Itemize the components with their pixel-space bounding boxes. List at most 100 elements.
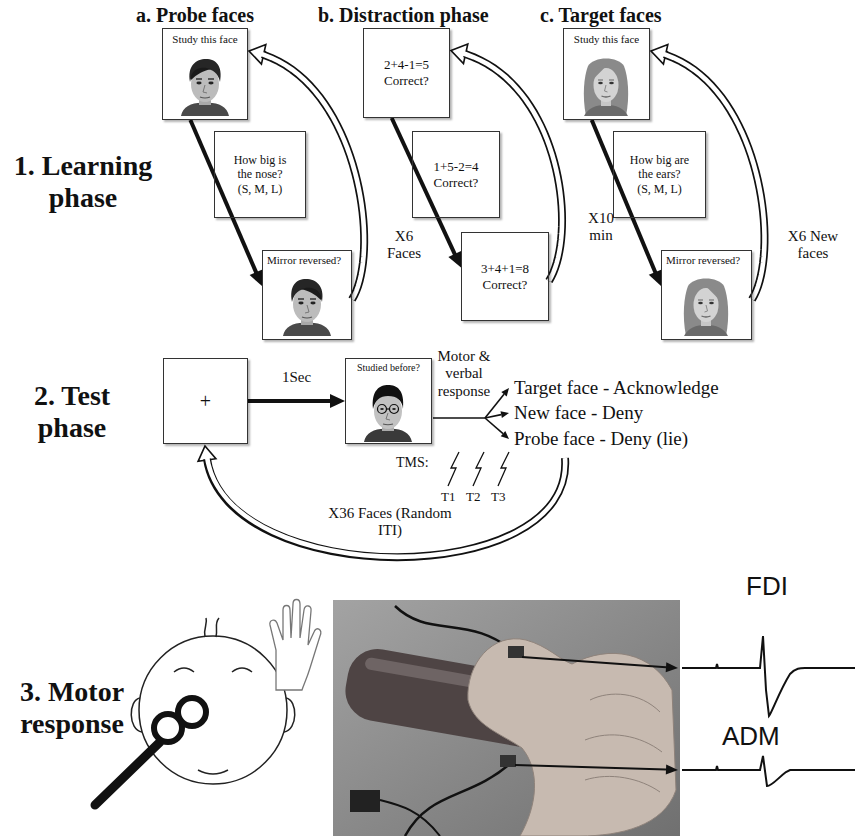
- face-photo: [684, 279, 728, 337]
- head-drawing: [131, 618, 295, 784]
- electrode: [508, 646, 524, 658]
- flow-arrow: [190, 120, 262, 286]
- muscle-label: FDI: [746, 572, 788, 602]
- lightning-symbol: [448, 452, 459, 486]
- flow-arrow: [392, 118, 461, 268]
- electrode: [500, 755, 516, 767]
- head-outline: [139, 636, 287, 784]
- arrow-line: [190, 120, 256, 273]
- face-photo: [584, 59, 628, 117]
- edge-label: X6 Faces: [382, 228, 426, 263]
- hair: [205, 618, 219, 637]
- screen-frame: Studied before?: [345, 358, 432, 444]
- photo-ground: [333, 600, 680, 836]
- frame-text: 1+5-2=4 Correct?: [426, 159, 486, 190]
- edge-label: X6 New faces: [782, 228, 844, 263]
- arrow-head: [666, 662, 678, 672]
- panel-heading: b. Distraction phase: [318, 4, 489, 27]
- screen-frame: +: [163, 358, 248, 444]
- device-box: [350, 790, 380, 812]
- fork-stem: [433, 417, 485, 419]
- pulse-label: T3: [491, 490, 505, 505]
- screen-frame: Study this face: [563, 28, 650, 120]
- finger-line: [585, 694, 662, 792]
- leader-arrow: [522, 657, 666, 667]
- lightning-symbol: [498, 452, 509, 486]
- phase-label: 1. Learning phase: [6, 150, 160, 214]
- tms-coil: [178, 698, 206, 726]
- lightning-symbol: [473, 452, 484, 486]
- arrow-head: [330, 394, 345, 408]
- panel-heading: c. Target faces: [540, 4, 662, 27]
- tms-pulse: [448, 452, 509, 486]
- arrow-line: [248, 399, 331, 403]
- edge-label: X10 min: [579, 210, 623, 245]
- arrow-head: [250, 269, 263, 286]
- panel-heading: a. Probe faces: [136, 4, 254, 27]
- leader-arrow: [515, 765, 666, 770]
- hand-photo: [333, 600, 680, 836]
- frame-text: 3+4+1=8 Correct?: [475, 261, 535, 292]
- frame-text: 2+4-1=5 Correct?: [377, 57, 437, 88]
- face-photo: [364, 385, 412, 442]
- emg-trace: [682, 756, 855, 786]
- screen-frame: How big are the ears? (S, M, L): [613, 131, 706, 218]
- phase-label: 3. Motor response: [6, 676, 138, 740]
- ear: [131, 698, 142, 732]
- hand: [468, 639, 676, 836]
- hollow-arrow: [207, 457, 565, 557]
- arrow-head: [501, 388, 509, 396]
- coil-handle: [95, 742, 160, 805]
- emg-trace: [682, 636, 855, 716]
- arrow-head: [501, 411, 510, 418]
- response-fork: [433, 394, 504, 434]
- outcome-label: Probe face - Deny (lie): [514, 428, 688, 450]
- response-label: Motor & verbal response: [434, 348, 494, 400]
- mouth: [198, 770, 228, 774]
- fork-branch: [485, 418, 503, 434]
- screen-frame: Mirror reversed?: [262, 250, 352, 340]
- arrow-head: [501, 431, 509, 439]
- outcome-label: New face - Deny: [514, 402, 643, 424]
- pulse-label: T2: [466, 490, 480, 505]
- wire: [405, 762, 512, 836]
- frame-text: Study this face: [172, 33, 237, 46]
- frame-text: +: [200, 389, 211, 413]
- muscle-label: ADM: [722, 722, 780, 752]
- face-photo: [283, 279, 331, 336]
- frame-text: How big are the ears? (S, M, L): [625, 153, 695, 196]
- fork-branch: [485, 415, 501, 418]
- frame-text: Studied before?: [357, 362, 420, 374]
- pulse-label: T1: [441, 490, 455, 505]
- screen-frame: How big is the nose? (S, M, L): [214, 131, 306, 218]
- wire: [380, 800, 440, 836]
- hand-icon: [270, 600, 321, 691]
- frame-text: How big is the nose? (S, M, L): [231, 153, 289, 196]
- outcome-label: Target face - Acknowledge: [514, 377, 719, 399]
- screen-frame: Mirror reversed?: [661, 250, 752, 340]
- face-photo: [181, 59, 229, 116]
- hollow-arrow: [207, 458, 565, 557]
- arrow-head: [649, 269, 662, 286]
- arrow-head: [666, 765, 678, 775]
- screen-frame: 2+4-1=5 Correct?: [363, 28, 450, 118]
- frame-text: Mirror reversed?: [267, 254, 341, 267]
- arrow-line: [592, 120, 656, 273]
- flow-arrow: [592, 120, 662, 286]
- tms-label: TMS:: [396, 455, 429, 471]
- frame-text: Study this face: [574, 33, 639, 46]
- screen-frame: 3+4+1=8 Correct?: [461, 232, 549, 321]
- phase-label: 2. Test phase: [6, 380, 138, 444]
- frame-text: Mirror reversed?: [666, 254, 740, 267]
- screen-frame: Study this face: [162, 28, 248, 120]
- repeat-label: X36 Faces (Random ITI): [315, 505, 465, 540]
- flow-arrow: [248, 394, 345, 408]
- screen-frame: 1+5-2=4 Correct?: [412, 131, 500, 218]
- eye: [174, 668, 252, 672]
- edge-label: 1Sec: [282, 369, 311, 386]
